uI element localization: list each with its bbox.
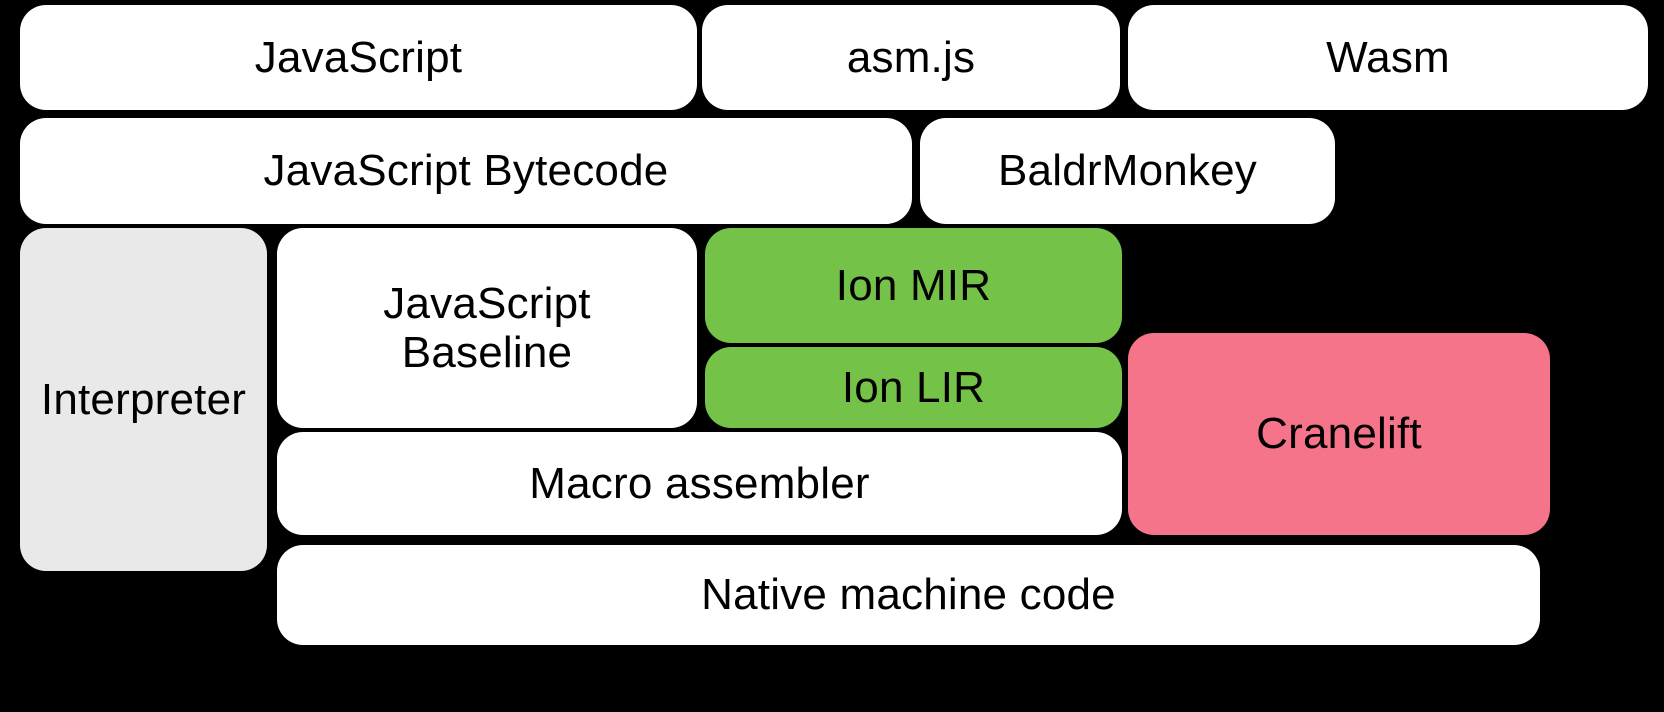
node-wasm[interactable]: Wasm bbox=[1128, 5, 1648, 110]
node-asm-js[interactable]: asm.js bbox=[702, 5, 1120, 110]
node-ion-mir[interactable]: Ion MIR bbox=[705, 228, 1122, 343]
node-baldrmonkey[interactable]: BaldrMonkey bbox=[920, 118, 1335, 224]
node-macro-assembler[interactable]: Macro assembler bbox=[277, 432, 1122, 535]
node-javascript-baseline[interactable]: JavaScript Baseline bbox=[277, 228, 697, 428]
node-ion-lir[interactable]: Ion LIR bbox=[705, 347, 1122, 428]
node-javascript-bytecode[interactable]: JavaScript Bytecode bbox=[20, 118, 912, 224]
node-native-machine-code[interactable]: Native machine code bbox=[277, 545, 1540, 645]
node-interpreter[interactable]: Interpreter bbox=[20, 228, 267, 571]
node-javascript[interactable]: JavaScript bbox=[20, 5, 697, 110]
node-cranelift[interactable]: Cranelift bbox=[1128, 333, 1550, 535]
